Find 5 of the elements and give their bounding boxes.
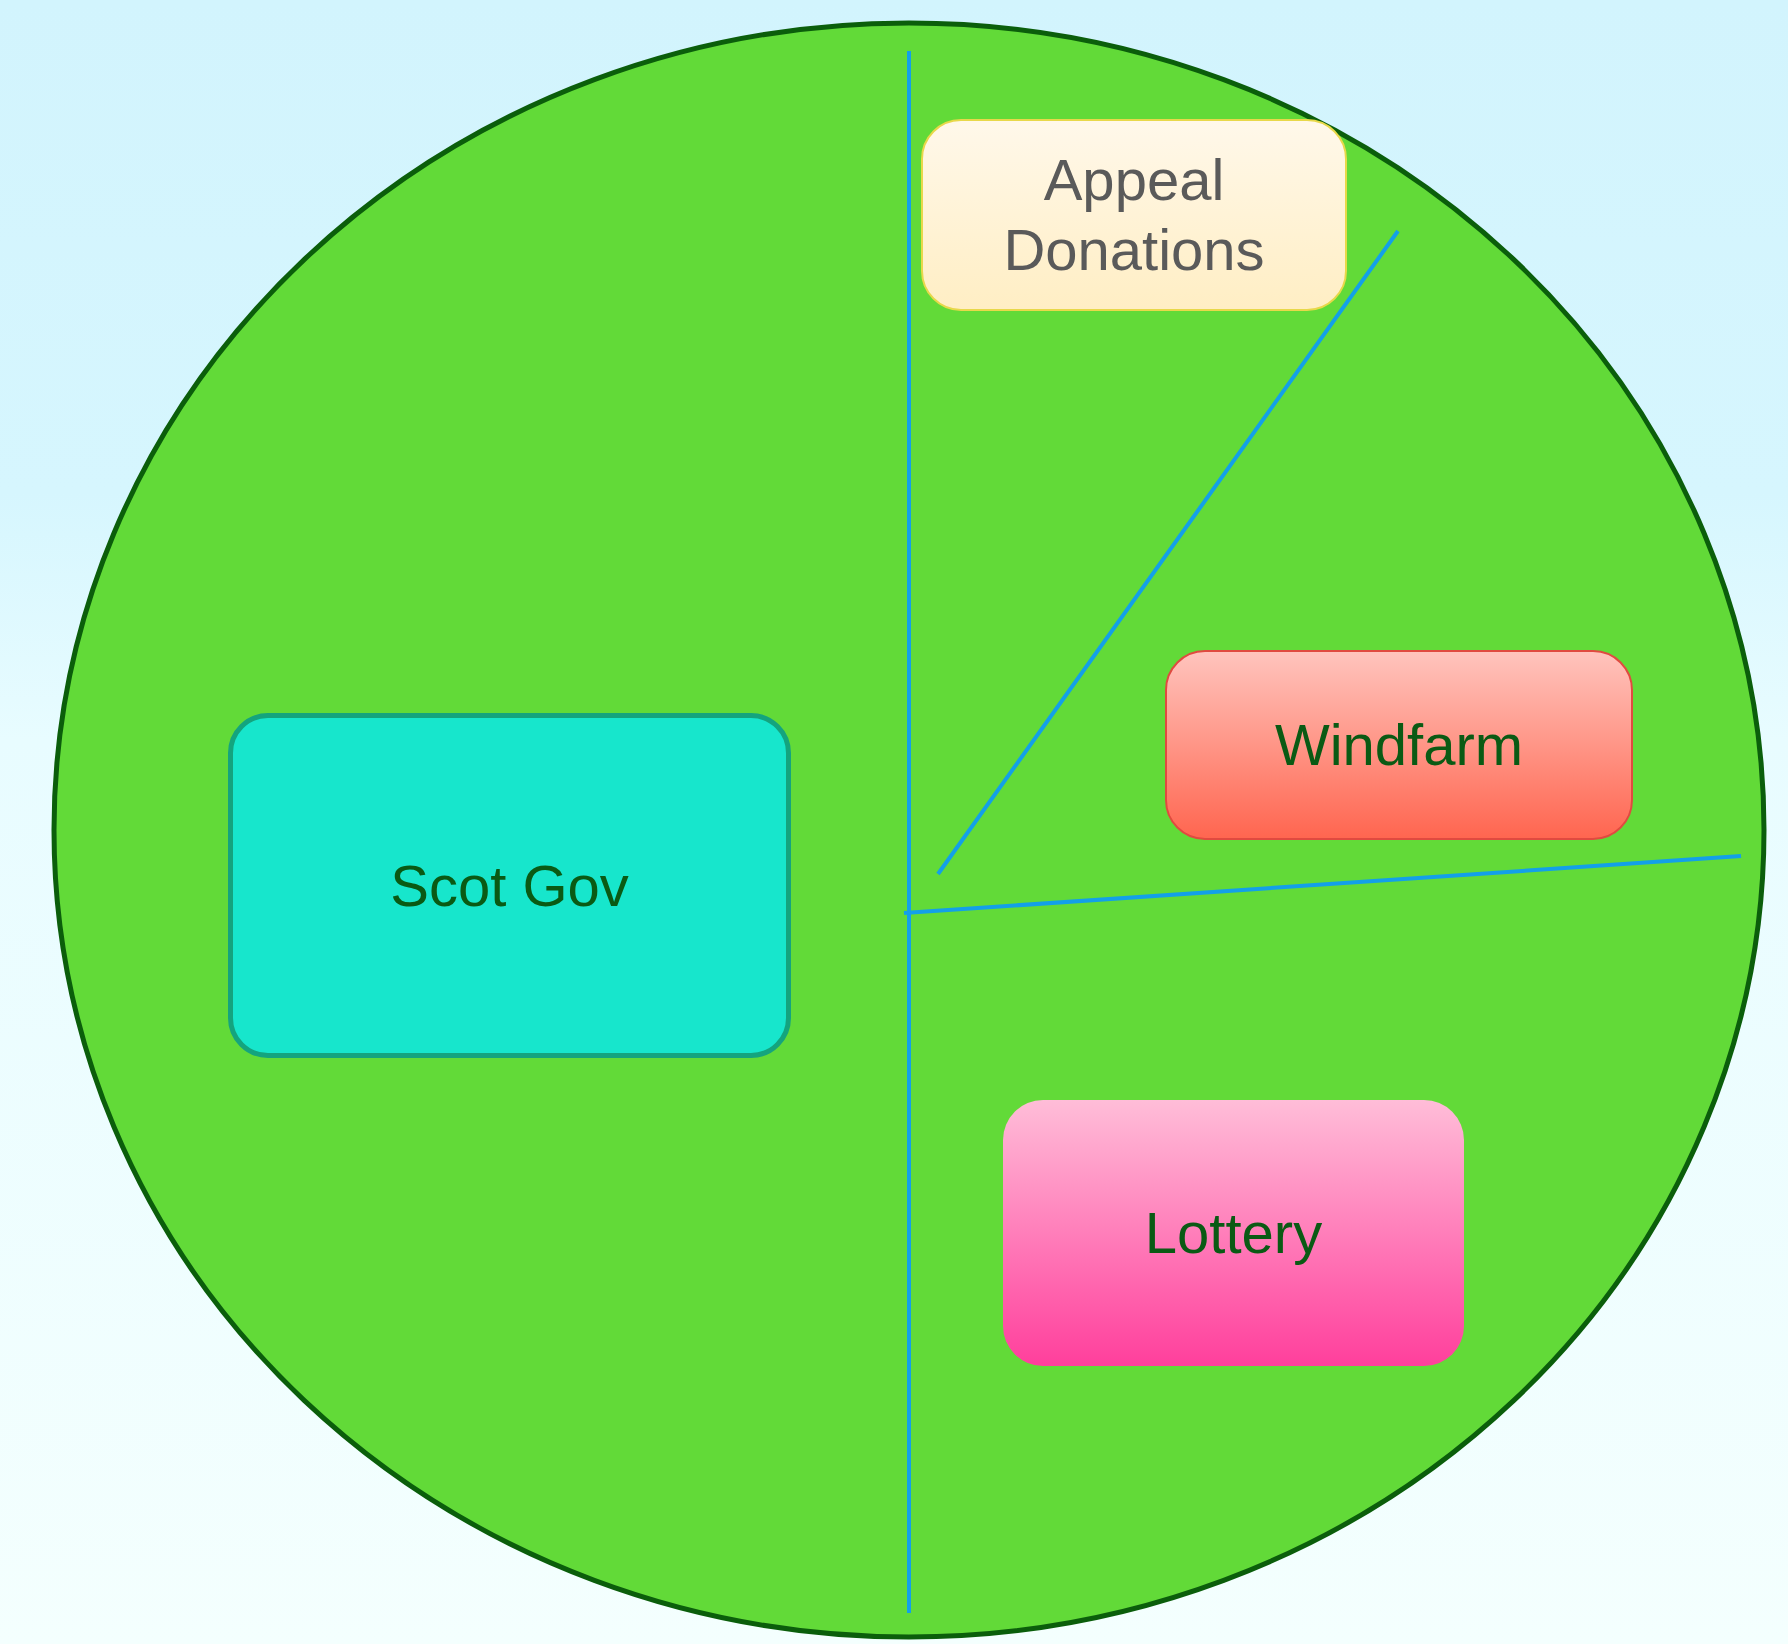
pie-circle: [51, 20, 1767, 1640]
label-box: Windfarm: [1165, 650, 1633, 840]
label-box: Scot Gov: [228, 713, 791, 1058]
label-box: Lottery: [1003, 1100, 1464, 1366]
label-box: Appeal Donations: [921, 119, 1347, 311]
